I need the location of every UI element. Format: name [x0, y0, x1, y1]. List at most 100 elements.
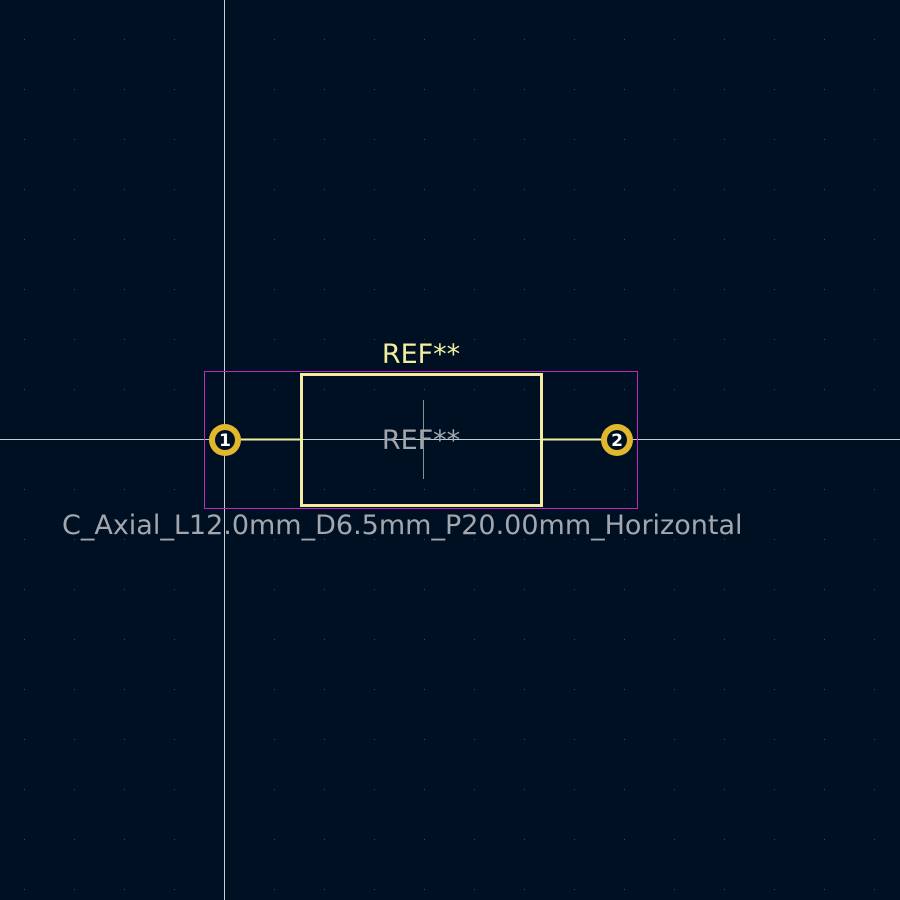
grid-dot	[524, 389, 525, 390]
grid-dot	[74, 839, 75, 840]
reference-designator-fab[interactable]: REF**	[382, 425, 460, 456]
grid-dot	[524, 739, 525, 740]
grid-dot	[624, 839, 625, 840]
grid-dot	[24, 889, 25, 890]
grid-dot	[724, 289, 725, 290]
courtyard-outline[interactable]	[204, 371, 638, 509]
grid-dot	[824, 489, 825, 490]
grid-dot	[424, 739, 425, 740]
grid-dot	[124, 489, 125, 490]
grid-dot	[774, 389, 775, 390]
grid-dot	[574, 339, 575, 340]
grid-dot	[774, 639, 775, 640]
grid-dot	[474, 689, 475, 690]
grid-dot	[874, 239, 875, 240]
grid-dot	[524, 789, 525, 790]
grid-dot	[724, 739, 725, 740]
grid-dot	[124, 739, 125, 740]
grid-dot	[274, 789, 275, 790]
grid-dot	[824, 289, 825, 290]
grid-dot	[624, 189, 625, 190]
pad-1[interactable]: 1	[209, 424, 241, 456]
grid-dot	[474, 139, 475, 140]
grid-dot	[574, 689, 575, 690]
grid-dot	[374, 839, 375, 840]
grid-dot	[474, 739, 475, 740]
grid-dot	[824, 689, 825, 690]
footprint-value-label[interactable]: C_Axial_L12.0mm_D6.5mm_P20.00mm_Horizont…	[62, 510, 742, 541]
grid-dot	[524, 239, 525, 240]
grid-dot	[374, 89, 375, 90]
grid-dot	[574, 539, 575, 540]
grid-dot	[574, 739, 575, 740]
grid-dot	[274, 189, 275, 190]
grid-dot	[474, 539, 475, 540]
grid-dot	[174, 189, 175, 190]
grid-dot	[724, 489, 725, 490]
grid-dot	[624, 889, 625, 890]
grid-dot	[124, 239, 125, 240]
grid-dot	[424, 89, 425, 90]
grid-dot	[324, 839, 325, 840]
grid-dot	[274, 89, 275, 90]
grid-dot	[424, 489, 425, 490]
grid-dot	[524, 39, 525, 40]
grid-dot	[524, 889, 525, 890]
grid-dot	[724, 639, 725, 640]
grid-dot	[674, 789, 675, 790]
grid-dot	[274, 739, 275, 740]
pad-2[interactable]: 2	[601, 424, 633, 456]
grid-dot	[824, 539, 825, 540]
grid-dot	[24, 739, 25, 740]
grid-dot	[274, 239, 275, 240]
reference-designator-silk[interactable]: REF**	[382, 339, 460, 370]
grid-dot	[724, 689, 725, 690]
grid-dot	[274, 489, 275, 490]
grid-dot	[474, 789, 475, 790]
grid-dot	[674, 389, 675, 390]
grid-dot	[524, 689, 525, 690]
grid-dot	[874, 289, 875, 290]
grid-dot	[774, 89, 775, 90]
grid-dot	[774, 889, 775, 890]
grid-dot	[124, 789, 125, 790]
grid-dot	[674, 139, 675, 140]
grid-dot	[174, 589, 175, 590]
grid-dot	[724, 839, 725, 840]
grid-dot	[24, 639, 25, 640]
grid-dot	[24, 389, 25, 390]
grid-dot	[624, 289, 625, 290]
grid-dot	[424, 189, 425, 190]
grid-dot	[724, 589, 725, 590]
grid-dot	[424, 589, 425, 590]
grid-dot	[24, 239, 25, 240]
grid-dot	[374, 489, 375, 490]
grid-dot	[174, 289, 175, 290]
grid-dot	[274, 639, 275, 640]
grid-dot	[324, 239, 325, 240]
component-body-silkscreen[interactable]	[300, 373, 543, 507]
grid-dot	[174, 139, 175, 140]
grid-dot	[374, 389, 375, 390]
grid-dot	[824, 339, 825, 340]
grid-dot	[474, 339, 475, 340]
grid-dot	[824, 189, 825, 190]
grid-dot	[874, 889, 875, 890]
grid-dot	[474, 639, 475, 640]
grid-dot	[374, 689, 375, 690]
grid-dot	[874, 189, 875, 190]
grid-dot	[474, 239, 475, 240]
grid-dot	[374, 539, 375, 540]
grid-dot	[674, 539, 675, 540]
grid-dot	[574, 189, 575, 190]
grid-dot	[424, 789, 425, 790]
grid-dot	[374, 339, 375, 340]
grid-dot	[374, 239, 375, 240]
grid-dot	[774, 689, 775, 690]
grid-dot	[424, 539, 425, 540]
grid-dot	[874, 589, 875, 590]
pad-1-drill	[215, 430, 235, 450]
grid-dot	[24, 789, 25, 790]
grid-dot	[724, 889, 725, 890]
